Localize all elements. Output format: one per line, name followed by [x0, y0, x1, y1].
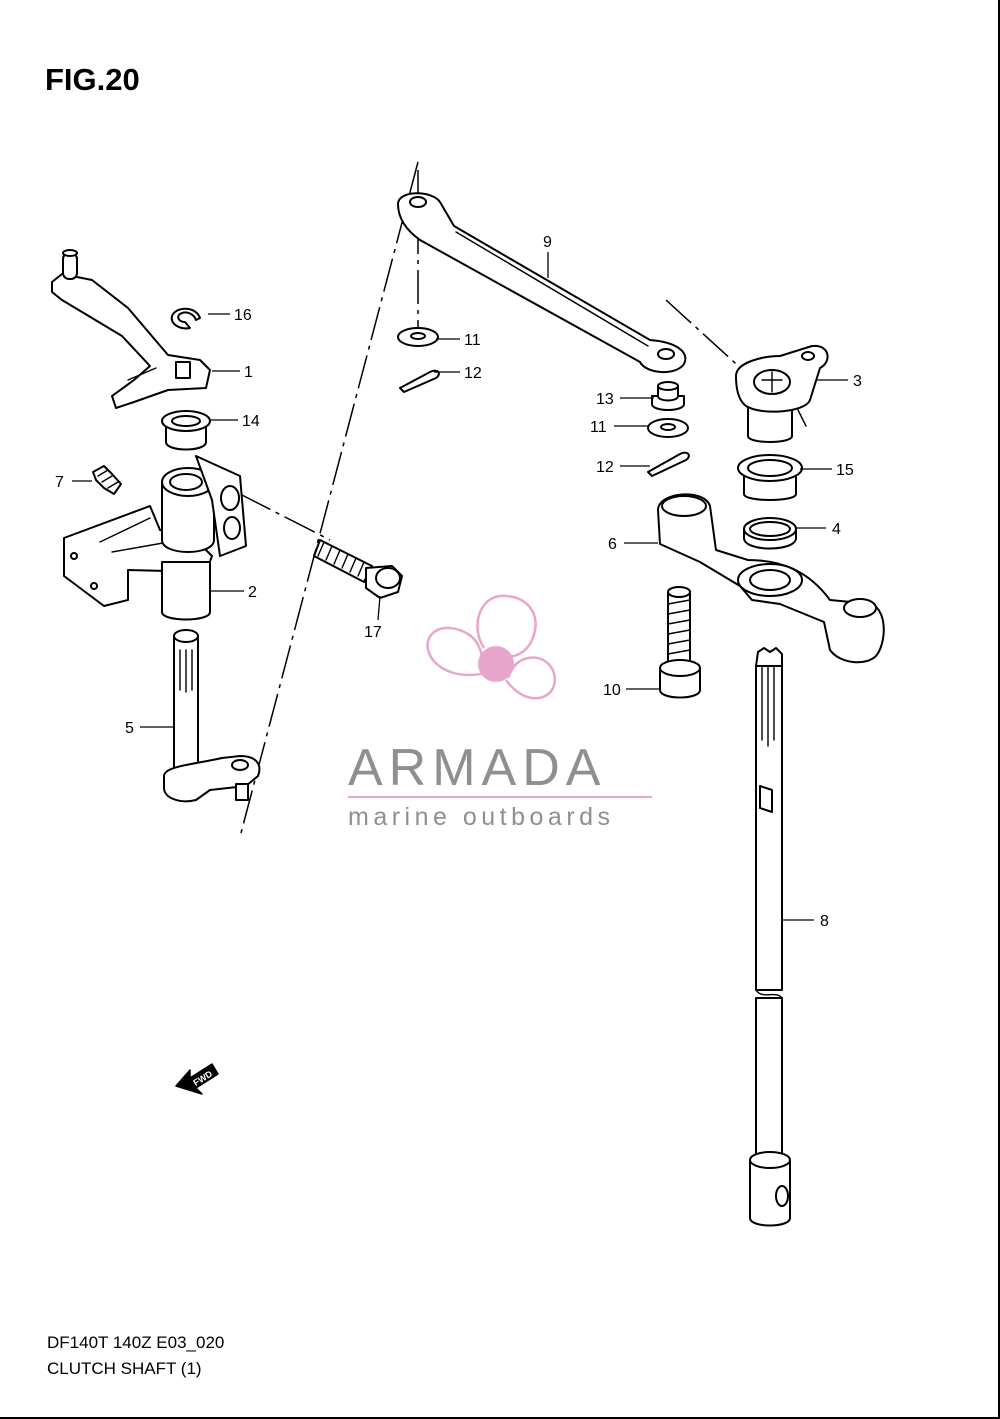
part-16-e-ring[interactable] — [170, 307, 201, 330]
callout-12-b: 12 — [596, 459, 614, 476]
callout-16: 16 — [234, 307, 252, 324]
callout-15: 15 — [836, 462, 854, 479]
part-2-clutch-arm[interactable] — [63, 455, 247, 621]
part-15-bushing[interactable] — [737, 454, 803, 501]
callout-9: 9 — [543, 234, 552, 251]
leader-lines — [72, 252, 848, 921]
part-5-lower-shaft[interactable] — [163, 629, 261, 803]
callout-17: 17 — [364, 624, 382, 641]
part-14-bushing[interactable] — [161, 410, 211, 451]
part-1-shift-lever[interactable] — [51, 249, 211, 409]
arrow-left-icon — [175, 1063, 219, 1095]
callout-6: 6 — [608, 536, 617, 553]
part-10-bolt[interactable] — [659, 586, 701, 699]
callout-7: 7 — [55, 474, 64, 491]
callout-10: 10 — [603, 682, 621, 699]
part-7-grease-nipple[interactable] — [92, 465, 122, 495]
part-6-shift-bracket[interactable] — [657, 493, 885, 664]
callout-14: 14 — [242, 413, 260, 430]
callout-12-a: 12 — [464, 365, 482, 382]
footer-assembly-name: CLUTCH SHAFT (1) — [47, 1359, 202, 1378]
callout-5: 5 — [125, 720, 134, 737]
part-12-cotter-pin-b[interactable] — [647, 451, 690, 477]
callout-11-b: 11 — [590, 419, 607, 436]
part-3-shift-arm[interactable] — [735, 344, 829, 443]
part-8-clutch-shaft[interactable] — [749, 647, 791, 1227]
callout-4: 4 — [832, 521, 841, 538]
part-9-link-rod[interactable] — [397, 192, 687, 373]
part-4-spacer-ring[interactable] — [743, 517, 797, 550]
fwd-direction-marker: FWD — [175, 1063, 219, 1095]
callout-1: 1 — [244, 364, 253, 381]
figure-title: FIG.20 — [45, 62, 140, 97]
part-17-bolt[interactable] — [313, 539, 403, 599]
callout-13: 13 — [596, 391, 614, 408]
propeller-icon — [426, 594, 557, 700]
watermark: ARMADA marine outboards — [348, 594, 652, 831]
callout-2: 2 — [248, 584, 257, 601]
watermark-tagline: marine outboards — [348, 803, 615, 831]
callout-3: 3 — [853, 373, 862, 390]
part-12-cotter-pin-a[interactable] — [399, 369, 440, 393]
callout-labels: 16 1 14 7 2 17 5 9 11 12 13 11 12 3 15 4… — [55, 234, 862, 930]
part-11-washer-b[interactable] — [647, 418, 689, 438]
watermark-brand: ARMADA — [348, 739, 606, 797]
part-13-bushing[interactable] — [651, 381, 685, 411]
part-11-washer-a[interactable] — [397, 327, 439, 347]
callout-8: 8 — [820, 913, 829, 930]
callout-11-a: 11 — [464, 332, 481, 349]
footer-model-code: DF140T 140Z E03_020 — [47, 1333, 225, 1352]
